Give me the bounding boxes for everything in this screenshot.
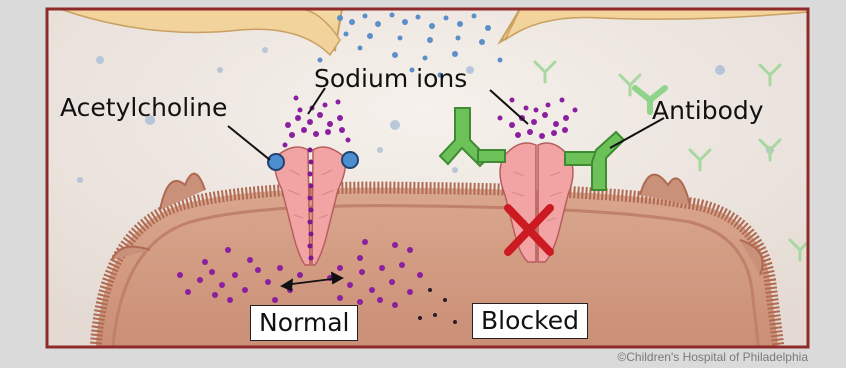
sodium-ions-label: Sodium ions xyxy=(314,64,467,93)
normal-label: Normal xyxy=(250,305,358,341)
antibody-label: Antibody xyxy=(652,96,764,125)
acetylcholine-label: Acetylcholine xyxy=(60,93,227,122)
acetylcholine-bound-right xyxy=(342,152,358,168)
muscle-cell-body xyxy=(95,188,780,360)
blocked-label: Blocked xyxy=(472,303,588,339)
copyright-credit: ©Children's Hospital of Philadelphia xyxy=(617,350,808,364)
acetylcholine-bound-left xyxy=(268,154,284,170)
